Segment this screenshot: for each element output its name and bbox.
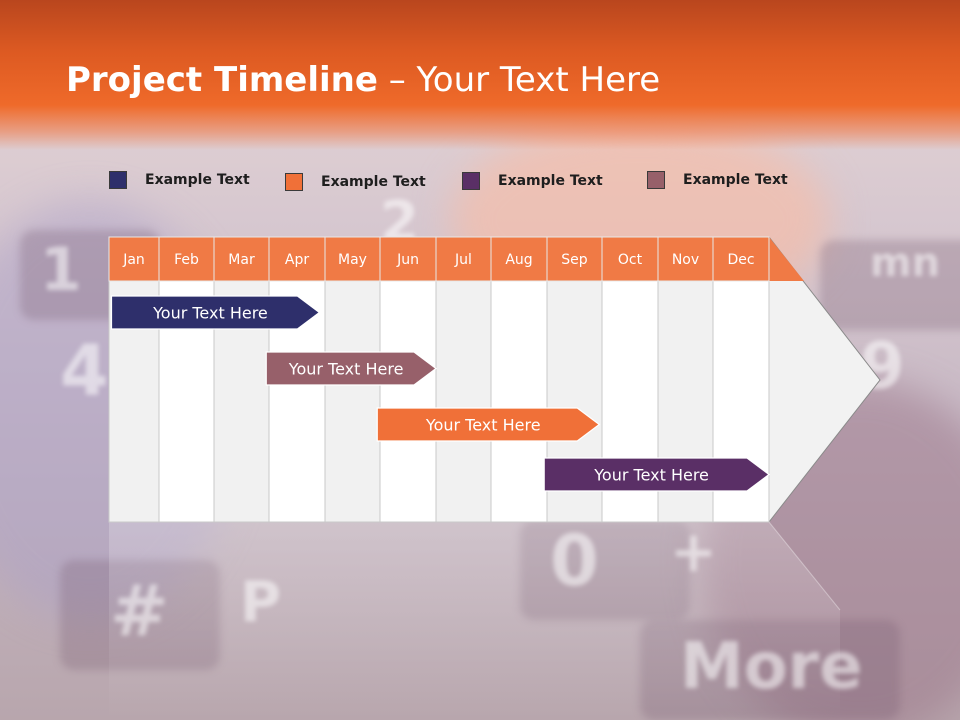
legend-swatch: [285, 173, 303, 191]
task-bar-label: Your Text Here: [593, 466, 709, 485]
month-label: Dec: [727, 252, 754, 268]
month-label: Mar: [228, 252, 255, 268]
month-label: Oct: [618, 252, 643, 268]
title-bold: Project Timeline: [66, 60, 378, 100]
bg-glyph: 4: [60, 330, 109, 412]
bg-glyph: 1: [40, 235, 82, 305]
legend-swatch: [462, 172, 480, 190]
month-header-cell: [490, 236, 548, 282]
legend-label: Example Text: [321, 174, 426, 190]
month-label: Jan: [122, 252, 145, 268]
month-column: [324, 280, 381, 523]
month-label: Feb: [174, 252, 199, 268]
header-band: [0, 0, 960, 150]
month-column: [379, 280, 437, 523]
task-bar: [110, 295, 321, 330]
month-header-cell: [379, 236, 437, 282]
task-bar-label: Your Text Here: [152, 304, 268, 323]
bg-glyph: mn: [870, 240, 941, 286]
month-label: Jul: [454, 252, 472, 268]
month-header: Jan Feb Mar Apr May Jun Jul Aug Sep Oct Nov Dec: [108, 236, 804, 282]
legend-label: Example Text: [145, 172, 250, 188]
month-label: Apr: [285, 252, 309, 268]
legend-swatch: [647, 171, 665, 189]
header-arrow-tip: [769, 237, 804, 281]
month-header-cell: [712, 236, 770, 282]
timeline-reflection: [109, 521, 841, 720]
legend-item: Example Text: [109, 170, 250, 190]
month-header-cell: [268, 236, 326, 282]
month-header-cell: [158, 236, 215, 282]
legend-label: Example Text: [683, 172, 788, 188]
month-header-cell: [435, 236, 492, 282]
legend-item: Example Text: [647, 170, 788, 190]
month-label: May: [338, 252, 367, 268]
task-bar-label: Your Text Here: [288, 360, 404, 379]
page-title: Project Timeline – Your Text Here: [66, 60, 660, 100]
month-header-cell: [601, 236, 659, 282]
reflection-edge: [768, 521, 841, 611]
legend-label: Example Text: [498, 173, 603, 189]
task-bar: [376, 407, 601, 442]
legend-item: Example Text: [462, 171, 603, 191]
task-bar: [543, 457, 770, 492]
task-bar-label: Your Text Here: [425, 416, 541, 435]
legend-item: Example Text: [285, 172, 426, 192]
bg-key: [820, 240, 960, 330]
month-label: Jun: [396, 252, 419, 268]
month-column: [490, 280, 548, 523]
month-label: Nov: [672, 252, 699, 268]
month-label: Aug: [505, 252, 532, 268]
month-label: Sep: [561, 252, 588, 268]
month-column: [435, 280, 492, 523]
title-rest: – Your Text Here: [377, 60, 661, 100]
task-bar: [265, 351, 437, 386]
legend-swatch: [109, 171, 127, 189]
timeline-reflection-shape: [109, 522, 840, 720]
